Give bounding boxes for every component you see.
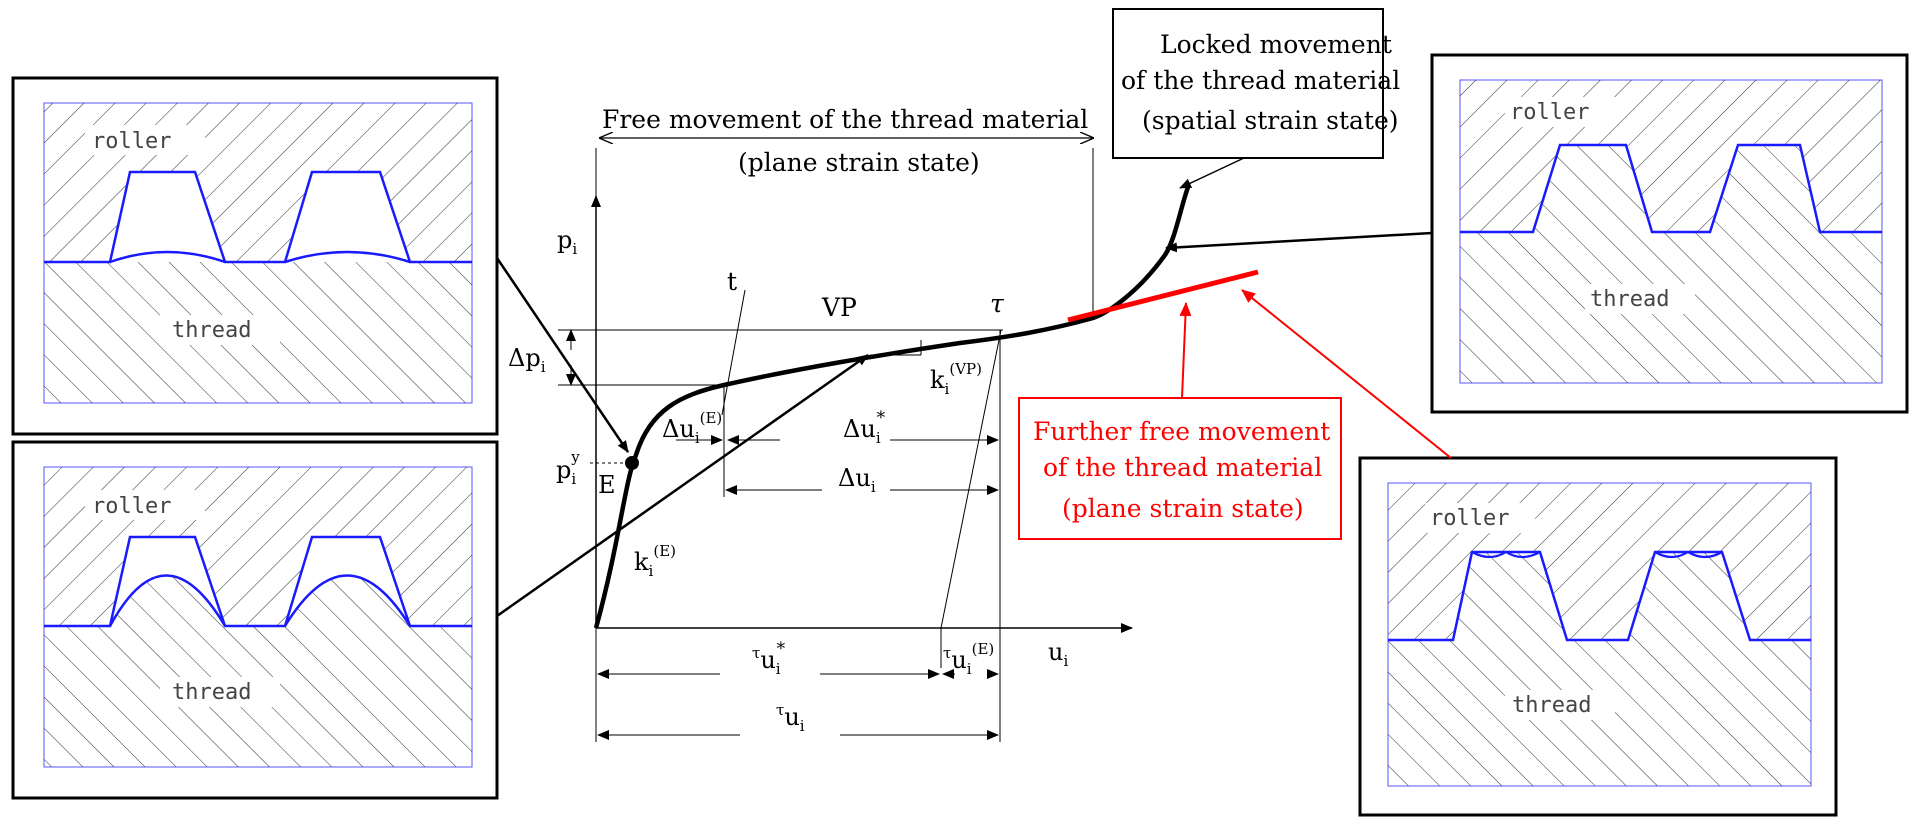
inset-top-right: roller thread [1430,53,1909,414]
further-line-1: Further free movement [1033,417,1330,446]
inset4-thread-label: thread [1512,693,1591,718]
locked-line-2: of the thread material [1121,66,1400,95]
inset2-thread-label: thread [172,680,251,705]
red-extension-line [1067,269,1259,323]
inset1-roller-label: roller [92,129,171,154]
further-line-3: (plane strain state) [1062,494,1304,523]
label-vp: VP [821,293,857,322]
tau-u-e-label: τui(E) [943,640,994,678]
delta-u-label: Δui [838,464,876,496]
inset3-thread-label: thread [1590,287,1669,312]
locked-line-1: Locked movement [1160,30,1392,59]
tau-u-label: τui [776,701,805,735]
tau-u-star-label: τui* [752,639,786,678]
inset3-roller-label: roller [1510,100,1589,125]
inset-bottom-left: roller thread [11,440,499,800]
y-axis-label: pi [557,226,577,258]
locked-movement-callout: Locked movement of the thread material (… [1112,8,1400,159]
k-e-label: ki(E) [634,542,676,580]
free-movement-title: Free movement of the thread material [602,105,1088,134]
x-axis-label: ui [1048,638,1068,670]
k-vp-label: ki(VP) [930,360,982,398]
inset-bottom-right: roller thread [1358,456,1838,817]
delta-u-e-label: Δui(E) [662,409,722,447]
p-yield-label: piy [556,448,580,488]
yield-point [625,456,639,470]
inset2-roller-label: roller [92,494,171,519]
label-t: t [727,267,737,296]
graph: Free movement of the thread material (pl… [495,105,1452,742]
inset-top-left: roller thread [11,76,499,436]
label-tau: τ [990,289,1005,318]
further-free-movement-callout: Further free movement of the thread mate… [1018,397,1342,540]
delta-p-label: Δpi [508,344,546,376]
inset4-roller-label: roller [1430,506,1509,531]
free-movement-subtitle: (plane strain state) [738,148,980,177]
label-e: E [598,471,616,499]
inset1-thread-label: thread [172,318,251,343]
delta-u-star-label: Δui* [843,408,886,447]
locked-line-3: (spatial strain state) [1142,106,1399,135]
further-line-2: of the thread material [1043,453,1322,482]
